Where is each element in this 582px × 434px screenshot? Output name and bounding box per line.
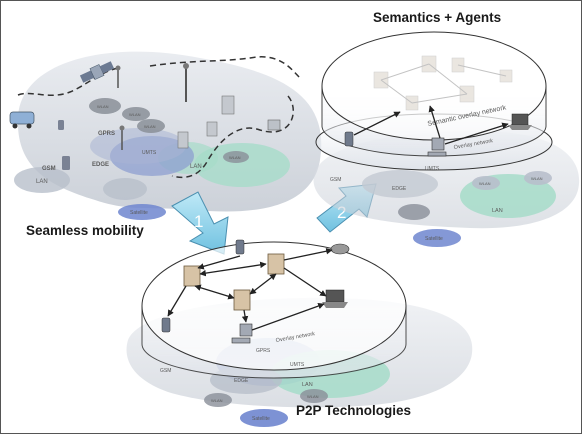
server-icon-2 [177,131,189,149]
top-umts-label: UMTS [425,166,440,172]
left-edge-blob [90,128,186,164]
left-teal-blob [194,143,290,187]
satellite-icon [79,61,115,83]
gsm-label: GSM [42,166,56,172]
antenna-tower-icon [183,63,189,102]
wlan-label-d: WLAN [229,155,241,160]
lan-label-a: LAN [36,179,48,185]
title-seamless-mobility: Seamless mobility [26,223,144,238]
p2p-edge-label: EDGE [234,378,249,384]
bottom-wlan-blob-a [204,393,232,407]
p2p-lan-label: LAN [302,382,313,388]
edge-label: EDGE [92,162,109,168]
p2p-umts-label: UMTS [290,362,305,368]
phone-icon-2 [58,120,64,130]
top-wlan-label-a: WLAN [479,181,491,186]
server-icon [221,95,235,115]
p2p-node-2 [267,253,285,275]
left-wlan-blob-1 [89,98,121,114]
top-laptop-icon [508,113,532,130]
p2p-handheld-icon [330,243,350,255]
phone-icon [62,156,70,170]
top-satellite-blob [413,229,461,247]
top-right-network-cluster: Semantic overlay network Overlay network… [313,31,580,247]
wlan-label-a: WLAN [97,104,109,109]
left-lan-blob-2 [103,178,147,200]
top-edge-blob [362,170,438,198]
bottom-wlan-blob-b [300,389,328,403]
left-wlan-blob-3 [137,119,165,133]
title-p2p-technologies: P2P Technologies [296,403,411,418]
title-semantics-agents: Semantics + Agents [373,10,501,25]
p2p-gsm-label: GSM [160,368,171,374]
top-lan-blob [398,204,430,220]
satellite-label: Satellite [130,210,148,216]
pc-icon [267,119,281,131]
left-wlan-blob-4 [223,151,249,163]
p2p-gprs-label: GPRS [256,348,271,354]
top-wlan-blob-b [524,171,552,185]
top-satellite-label: Satellite [425,236,443,242]
p2p-node-1 [183,265,201,287]
semantic-nodes [373,55,513,111]
left-satellite-blob [118,204,166,220]
top-lan-label: LAN [492,208,503,214]
antenna-icon-2 [119,125,125,150]
p2p-node-3 [233,289,251,311]
arrow-1-label: 1 [194,212,203,231]
left-network-cluster: GPRS GSM EDGE UMTS LAN LAN Satellite WLA… [9,51,322,220]
bottom-satellite-blob [240,409,288,427]
left-wlan-blob-2 [122,107,150,121]
lan-label-b: LAN [190,164,202,170]
arrow-1: 1 [171,191,229,255]
p2p-phone-icon-2 [161,317,171,333]
server-icon-3 [206,121,218,137]
top-pc-icon [427,137,447,157]
left-lan-blob [14,167,70,193]
p2p-pc-icon [231,323,253,344]
p2p-laptop-icon [322,289,348,308]
arrow-2-label: 2 [337,203,346,222]
p2p-wlan-label-a: WLAN [211,398,223,403]
top-links [353,105,509,145]
umts-label: UMTS [142,150,157,156]
wlan-label-c: WLAN [144,124,156,129]
p2p-satellite-label: Satellite [252,416,270,422]
wlan-label-b: WLAN [129,112,141,117]
car-icon [9,111,35,129]
top-gsm-label: GSM [330,177,341,183]
top-phone-icon [344,131,354,147]
top-edge-label: EDGE [392,186,407,192]
antenna-icon [115,65,121,88]
top-wlan-blob-a [472,176,500,190]
p2p-links [167,248,333,331]
bottom-network-cluster: Overlay network GPRS UMTS GSM EDGE LAN W… [126,239,473,427]
top-wlan-label-b: WLAN [531,176,543,181]
gprs-label: GPRS [98,131,115,137]
p2p-phone-icon [235,239,245,255]
p2p-wlan-label-b: WLAN [307,394,319,399]
